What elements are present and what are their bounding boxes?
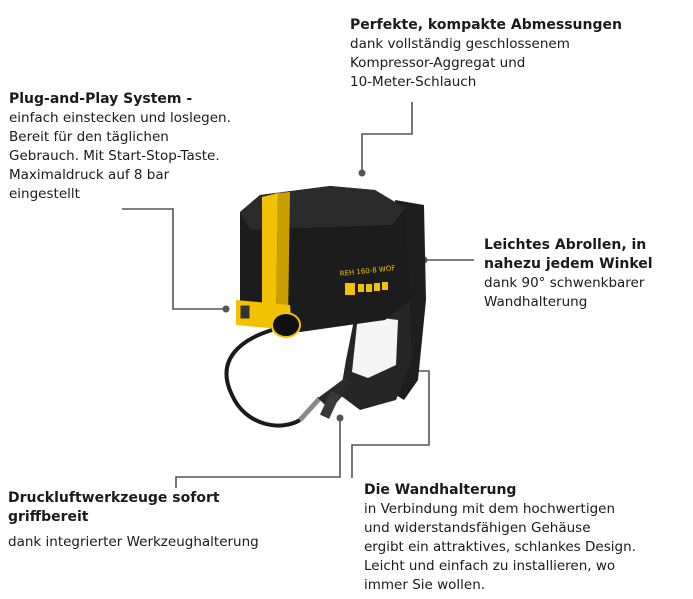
callout-body: dank integrierter Werkzeughalterung xyxy=(8,534,259,550)
wall-bracket xyxy=(340,200,426,410)
callout-tool-holder: Druckluftwerkzeuge sofort griffbereit da… xyxy=(8,489,288,552)
hose-and-air-gun xyxy=(224,328,352,428)
callout-title: Perfekte, kompakte Abmessungen xyxy=(350,17,622,33)
compressor-body: REH 160-8 WOF xyxy=(236,186,410,338)
callout-wall-mount: Die Wandhalterung in Verbindung mit dem … xyxy=(364,481,636,595)
leader-top xyxy=(361,102,413,171)
callout-title: Druckluftwerkzeuge sofort griffbereit xyxy=(8,490,220,525)
leader-lines xyxy=(122,102,474,488)
callout-plug-and-play: Plug-and-Play System - einfach einstecke… xyxy=(9,90,231,204)
callout-compact-dimensions: Perfekte, kompakte Abmessungen dank voll… xyxy=(350,16,622,92)
callout-easy-unrolling: Leichtes Abrollen, in nahezu jedem Winke… xyxy=(484,236,653,312)
leader-bottom-left xyxy=(175,420,341,488)
callout-title: Plug-and-Play System - xyxy=(9,91,193,107)
callout-body: dank vollständig geschlossenem Kompresso… xyxy=(350,36,570,90)
leader-left xyxy=(122,208,224,310)
callout-body: einfach einstecken und loslegen. Bereit … xyxy=(9,110,231,202)
leader-bottom-right xyxy=(351,370,430,478)
callout-title: Leichtes Abrollen, in nahezu jedem Winke… xyxy=(484,237,653,272)
callout-title: Die Wandhalterung xyxy=(364,482,517,498)
callout-body: dank 90° schwenkbarer Wandhalterung xyxy=(484,275,645,310)
callout-body: in Verbindung mit dem hochwertigen und w… xyxy=(364,501,636,593)
